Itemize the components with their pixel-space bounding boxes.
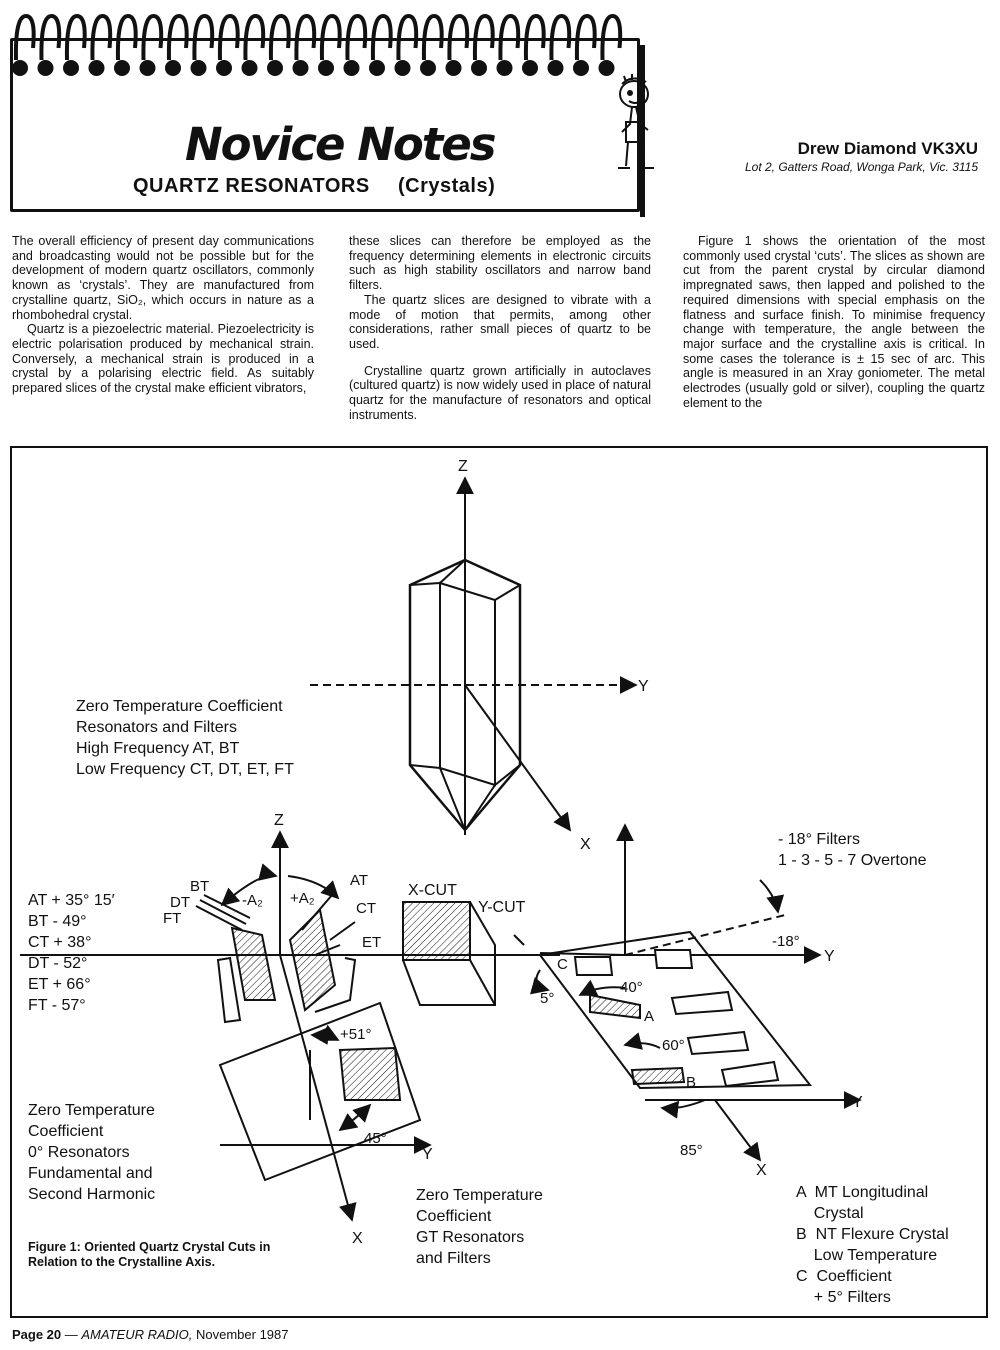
left-x-label: X — [352, 1230, 363, 1247]
cut-angle-item: AT + 35° 15′ — [28, 892, 115, 909]
magazine-name: AMATEUR RADIO, — [81, 1327, 193, 1342]
author-name: Drew Diamond VK3XU — [797, 139, 978, 158]
angle-40: 40° — [620, 979, 643, 996]
cut-label-bt: BT — [190, 878, 210, 895]
cut-angle-item: CT + 38° — [28, 934, 92, 951]
right-y-upper-label: Y — [824, 948, 835, 965]
marker-a: A — [644, 1008, 655, 1025]
article-subtitle: (Crystals) — [398, 175, 496, 197]
marker-c: C — [557, 956, 568, 973]
body-column-3: Figure 1 shows the orientation of the mo… — [683, 234, 985, 410]
cut-label-dt: DT — [170, 894, 190, 911]
axis-x-top-label: X — [580, 836, 591, 853]
cut-label-at: AT — [350, 872, 369, 889]
block-high-low-line: Zero Temperature Coefficient — [76, 698, 283, 715]
legend-line: Low Temperature — [796, 1247, 938, 1264]
figure-frame — [10, 446, 988, 1318]
axis-z-top-label: Z — [458, 458, 468, 475]
cut-label-plus-a2: +A₂ — [290, 890, 315, 907]
block-zero-line: Fundamental and — [28, 1165, 153, 1182]
block-zero-line: Coefficient — [28, 1123, 104, 1140]
block-gt-line: Coefficient — [416, 1208, 492, 1225]
paragraph: these slices can therefore be employed a… — [349, 234, 651, 293]
legend-line: B NT Flexure Crystal — [796, 1226, 949, 1243]
footer-dash: — — [61, 1327, 82, 1342]
axis-y-top-label: Y — [638, 678, 649, 695]
body-column-2: these slices can therefore be employed a… — [349, 234, 651, 422]
block-gt-line: Zero Temperature — [416, 1187, 543, 1204]
series-title: Novice Notes — [185, 118, 497, 171]
cut-label-minus-a2: -A₂ — [242, 892, 263, 909]
legend-line: Crystal — [796, 1205, 864, 1222]
paragraph: Quartz is a piezoelectric material. Piez… — [12, 322, 314, 396]
y-cut-label: Y-CUT — [478, 899, 526, 916]
angle-85: 85° — [680, 1142, 703, 1159]
right-x-label: X — [756, 1162, 767, 1179]
filters-18-line: 1 - 3 - 5 - 7 Overtone — [778, 852, 927, 869]
block-high-low-line: High Frequency AT, BT — [76, 740, 240, 757]
filters-18-line: - 18° Filters — [778, 831, 860, 848]
block-zero-line: 0° Resonators — [28, 1144, 130, 1161]
cut-angle-item: FT - 57° — [28, 997, 86, 1014]
paragraph: The overall efficiency of present day co… — [12, 234, 314, 322]
issue-date: November 1987 — [192, 1327, 289, 1342]
angle-45: 45° — [364, 1130, 387, 1147]
cut-label-ct: CT — [356, 900, 376, 917]
block-gt-line: GT Resonators — [416, 1229, 525, 1246]
legend-line: A MT Longitudinal — [796, 1184, 929, 1201]
angle-60: 60° — [662, 1037, 685, 1054]
angle-minus-18: -18° — [772, 933, 800, 950]
marker-b: B — [686, 1074, 697, 1091]
left-y-label: Y — [422, 1146, 433, 1163]
caption-line: Figure 1: Oriented Quartz Crystal Cuts i… — [28, 1240, 271, 1254]
block-high-low-line: Low Frequency CT, DT, ET, FT — [76, 761, 294, 778]
cut-angle-item: DT - 52° — [28, 955, 88, 972]
cut-angle-item: BT - 49° — [28, 913, 87, 930]
paragraph: Crystalline quartz grown artificially in… — [349, 363, 651, 422]
angle-5: 5° — [540, 990, 555, 1007]
block-gt-line: and Filters — [416, 1250, 491, 1267]
page-number: Page 20 — [12, 1327, 62, 1342]
block-zero-line: Second Harmonic — [28, 1186, 156, 1203]
header-box — [10, 38, 645, 217]
page-footer: Page 20 — AMATEUR RADIO, November 1987 — [12, 1327, 289, 1342]
legend-line: C Coefficient — [796, 1268, 892, 1285]
paragraph: The quartz slices are designed to vibrat… — [349, 292, 651, 351]
right-y-lower-label: Y — [852, 1094, 863, 1111]
author-address: Lot 2, Gatters Road, Wonga Park, Vic. 31… — [744, 160, 978, 174]
block-zero-line: Zero Temperature — [28, 1102, 155, 1119]
legend-line: + 5° Filters — [796, 1289, 891, 1306]
cut-label-ft: FT — [163, 910, 182, 927]
spiral-binding-icon — [12, 13, 623, 76]
left-z-label: Z — [274, 812, 284, 829]
block-high-low-line: Resonators and Filters — [76, 719, 237, 736]
x-cut-label: X-CUT — [408, 882, 457, 899]
paragraph: Figure 1 shows the orientation of the mo… — [683, 234, 985, 410]
angle-plus-51: +51° — [340, 1026, 372, 1043]
cartoon-mascot-icon — [618, 74, 654, 169]
cut-angle-item: ET + 66° — [28, 976, 91, 993]
article-title: QUARTZ RESONATORS — [133, 175, 370, 197]
caption-line: Relation to the Crystalline Axis. — [28, 1255, 216, 1269]
cut-label-et: ET — [362, 934, 382, 951]
body-column-1: The overall efficiency of present day co… — [12, 234, 314, 396]
figure-caption: Figure 1: Oriented Quartz Crystal Cuts i… — [28, 1240, 270, 1270]
